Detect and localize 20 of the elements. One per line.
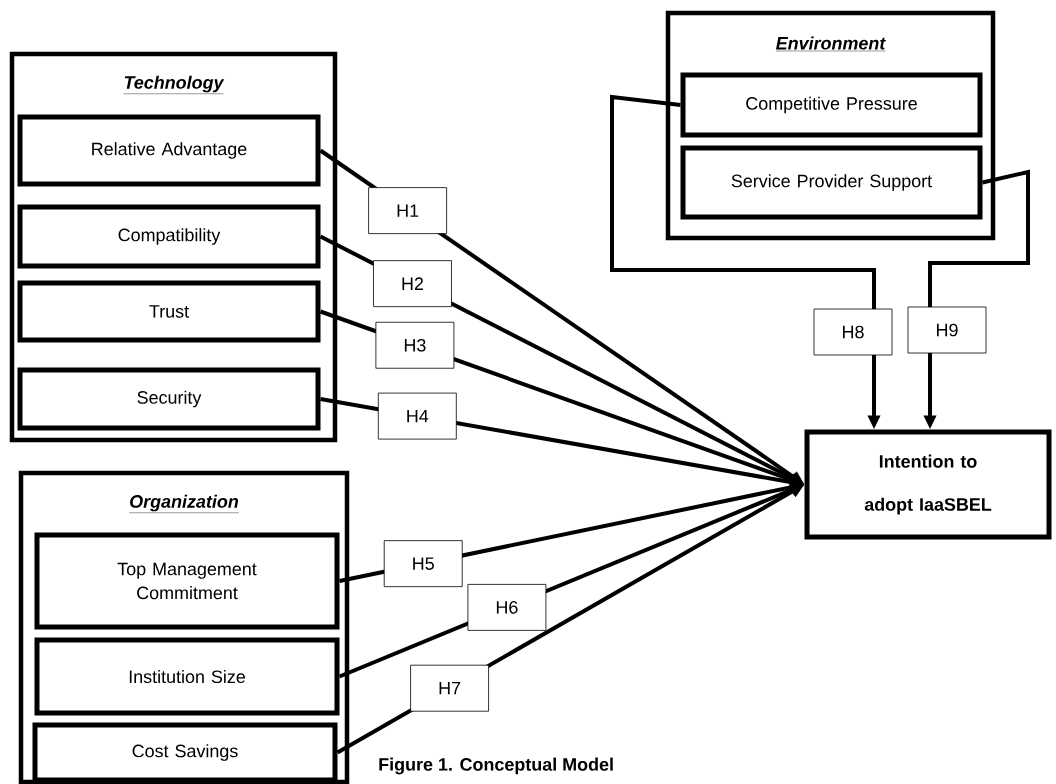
factor-box: Top Management Commitment: [34, 532, 340, 630]
edge-label: H5: [383, 540, 463, 588]
factor-box: Compatibility: [17, 204, 321, 269]
caption: Figure 1. Conceptual Model: [379, 757, 613, 775]
factor-box: Institution Size: [34, 637, 340, 716]
factor-box: Cost Savings: [32, 722, 338, 783]
factor-box: Security: [17, 367, 321, 431]
factor-box: Trust: [17, 280, 321, 343]
edge-label: H2: [373, 260, 452, 308]
outcome-box: Intention to adopt IaaSBEL: [804, 429, 1052, 540]
factor-box: Relative Advantage: [17, 114, 321, 187]
edge-label: H3: [375, 321, 455, 369]
factor-box: Competitive Pressure: [680, 72, 983, 138]
factor-box: Service Provider Support: [680, 145, 983, 220]
edge-label: H9: [907, 306, 987, 354]
edge-label: H4: [377, 392, 457, 440]
edge-label: H1: [368, 187, 447, 234]
edge-label: H6: [467, 584, 547, 631]
edge-label: H7: [410, 664, 489, 712]
edge-label: H8: [813, 308, 893, 356]
